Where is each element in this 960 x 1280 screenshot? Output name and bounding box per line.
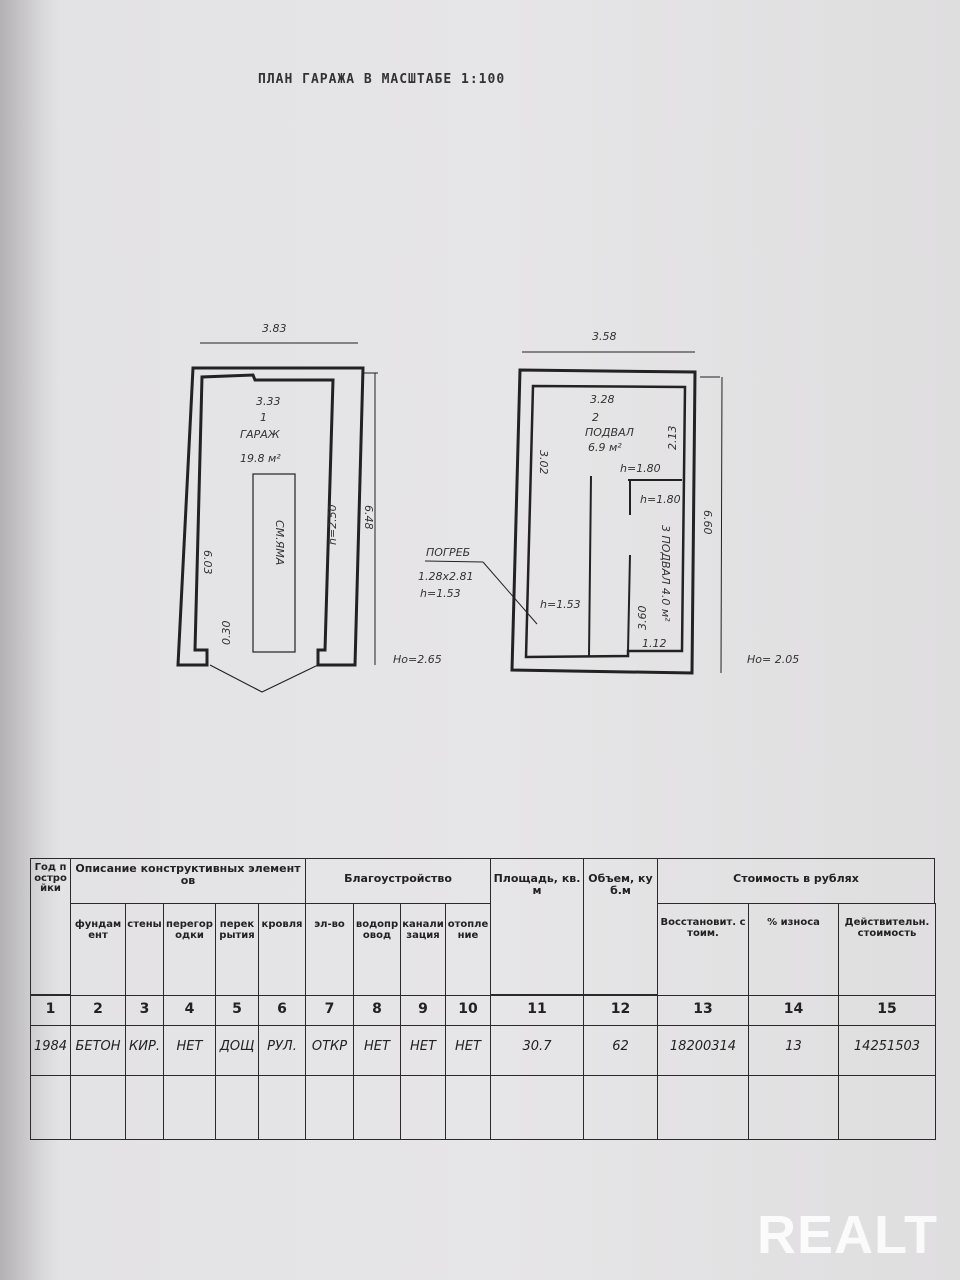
garage-gate: 0.30 [220, 621, 233, 646]
column-number: 1 [30, 995, 71, 1026]
basement-plan [424, 351, 723, 675]
data-cell: 18200314 [657, 1025, 749, 1076]
garage-length-outer: 6.48 [362, 505, 375, 530]
garage-width-outer: 3.83 [262, 322, 287, 335]
basement-dim-3: 3.60 [636, 606, 649, 631]
garage-width-inner: 3.33 [256, 395, 281, 408]
data-cell: КИР. [125, 1025, 164, 1076]
header-year: Год постройки [30, 858, 71, 995]
subheader-cell: Восстановит. стоим. [657, 903, 749, 996]
garage-ho: Ho=2.65 [393, 653, 442, 666]
column-number: 15 [838, 995, 936, 1026]
column-number: 12 [583, 995, 658, 1026]
subheader-cell: водопровод [353, 903, 401, 996]
header-area: Площадь, кв. м [490, 858, 584, 995]
realt-watermark: REALT [757, 1205, 938, 1265]
subheader-cell: % износа [748, 903, 839, 996]
empty-cell [838, 1075, 936, 1140]
empty-cell [583, 1075, 658, 1140]
basement-h2: h=1.80 [640, 493, 681, 506]
subheader-cell: перекрытия [215, 903, 259, 996]
data-cell: 14251503 [838, 1025, 936, 1076]
basement-dim-right: 2.13 [666, 426, 679, 451]
empty-cell [657, 1075, 749, 1140]
page-edge [0, 0, 40, 1280]
column-number: 14 [748, 995, 839, 1026]
column-number: 5 [215, 995, 259, 1026]
garage-room-no: 1 [260, 411, 267, 424]
data-cell: НЕТ [445, 1025, 491, 1076]
garage-height: h=2.50 [326, 504, 339, 545]
cellar-height: h=1.53 [420, 587, 461, 600]
empty-cell [258, 1075, 306, 1140]
column-number: 8 [353, 995, 401, 1026]
header-cost: Стоимость в рублях [657, 858, 935, 904]
column-number: 7 [305, 995, 354, 1026]
garage-plan [176, 342, 378, 693]
empty-cell [70, 1075, 126, 1140]
basement-dim-112: 1.12 [642, 637, 667, 650]
subheader-cell: эл-во [305, 903, 354, 996]
subheader-cell: перегородки [163, 903, 216, 996]
basement-ho: Ho= 2.05 [747, 653, 799, 666]
column-number: 6 [258, 995, 306, 1026]
data-cell: РУЛ. [258, 1025, 306, 1076]
data-cell: НЕТ [400, 1025, 446, 1076]
basement-width-inner: 3.28 [590, 393, 615, 406]
garage-area: 19.8 м² [240, 452, 281, 465]
basement-dim-left: 3.02 [537, 450, 550, 475]
page-title: ПЛАН ГАРАЖА В МАСШТАБЕ 1:100 [258, 72, 506, 87]
subheader-cell: канализация [400, 903, 446, 996]
data-cell: 1984 [30, 1025, 71, 1076]
column-number: 11 [490, 995, 584, 1026]
basement-area: 6.9 м² [588, 441, 622, 454]
empty-cell [400, 1075, 446, 1140]
basement-h1: h=1.80 [620, 462, 661, 475]
basement-width-outer: 3.58 [592, 330, 617, 343]
cellar-size: 1.28x2.81 [418, 570, 474, 583]
basement-h3: h=1.53 [540, 598, 581, 611]
cellar-label: ПОГРЕБ [426, 546, 470, 559]
data-cell: ДОЩ [215, 1025, 259, 1076]
subheader-cell: кровля [258, 903, 306, 996]
data-cell: 30.7 [490, 1025, 584, 1076]
header-volume: Объем, куб.м [583, 858, 658, 995]
empty-cell [215, 1075, 259, 1140]
basement-room-name: ПОДВАЛ [585, 426, 634, 439]
basement-length-outer: 6.60 [701, 510, 714, 535]
column-number: 4 [163, 995, 216, 1026]
data-cell: 62 [583, 1025, 658, 1076]
empty-cell [125, 1075, 164, 1140]
empty-cell [490, 1075, 584, 1140]
empty-cell [305, 1075, 354, 1140]
garage-room-name: ГАРАЖ [240, 428, 281, 441]
data-cell: НЕТ [353, 1025, 401, 1076]
inventory-table: Год постройки Описание конструктивных эл… [30, 858, 936, 1140]
subheader-cell: отопление [445, 903, 491, 996]
empty-cell [748, 1075, 839, 1140]
subheader-cell: Действительн. стоимость [838, 903, 936, 996]
subheader-cell: фундамент [70, 903, 126, 996]
header-improvement: Благоустройство [305, 858, 491, 904]
subheader-cell: стены [125, 903, 164, 996]
empty-cell [353, 1075, 401, 1140]
column-number: 3 [125, 995, 164, 1026]
column-number: 2 [70, 995, 126, 1026]
garage-length-inner: 6.03 [201, 550, 214, 575]
column-number: 9 [400, 995, 446, 1026]
header-constructive: Описание конструктивных элементов [70, 858, 306, 904]
column-number: 13 [657, 995, 749, 1026]
floor-plans: 3.83 3.33 1 ГАРАЖ 19.8 м² СМ.ЯМА h=2.50 … [176, 322, 799, 693]
empty-cell [163, 1075, 216, 1140]
basement-room3: 3 ПОДВАЛ 4.0 м² [659, 525, 672, 622]
garage-pit: СМ.ЯМА [273, 520, 286, 565]
data-cell: ОТКР [305, 1025, 354, 1076]
empty-cell [445, 1075, 491, 1140]
data-cell: 13 [748, 1025, 839, 1076]
basement-room-no: 2 [592, 411, 599, 424]
empty-cell [30, 1075, 71, 1140]
data-cell: БЕТОН [70, 1025, 126, 1076]
data-cell: НЕТ [163, 1025, 216, 1076]
column-number: 10 [445, 995, 491, 1026]
